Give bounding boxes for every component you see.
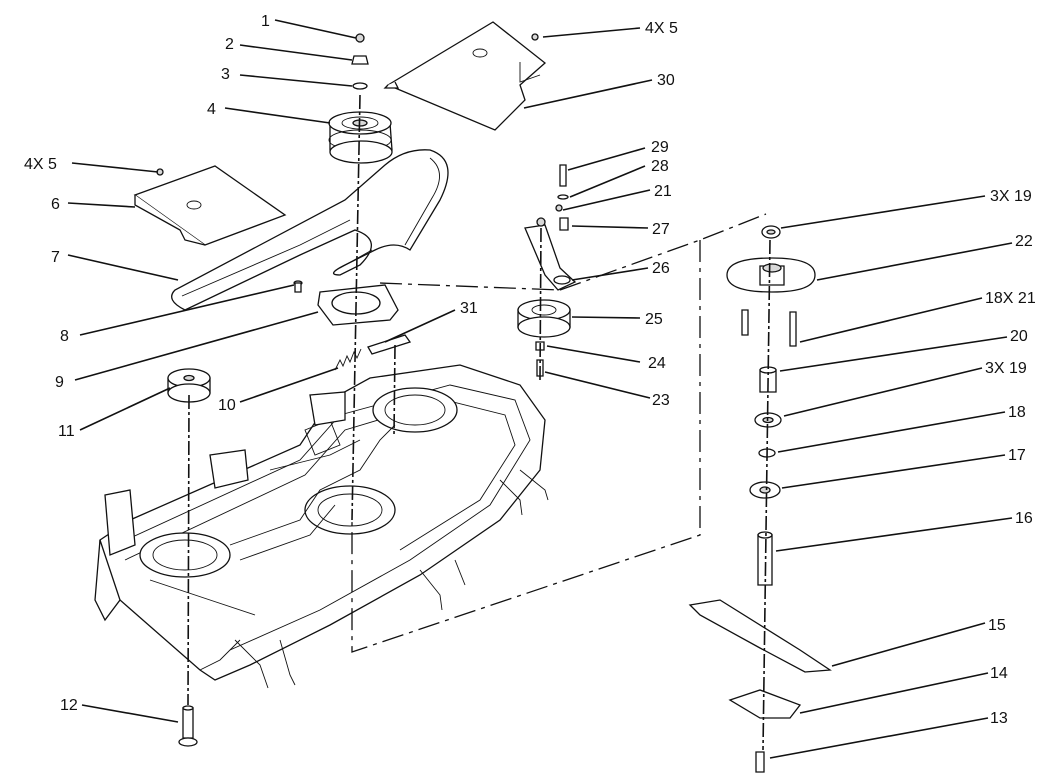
- callout-6: 6: [51, 196, 60, 213]
- callout-31: 31: [460, 300, 478, 317]
- nut-part: [351, 33, 369, 90]
- callout-3x19-mid: 3X 19: [985, 360, 1027, 377]
- callout-leaders: [67, 19, 1013, 759]
- callout-12: 12: [60, 697, 78, 714]
- callout-20: 20: [1010, 328, 1028, 345]
- pin-part: [293, 280, 303, 293]
- callout-4: 4: [207, 101, 216, 118]
- arm-bracket: [367, 334, 412, 355]
- callout-1: 1: [261, 13, 270, 30]
- callout-25: 25: [645, 311, 663, 328]
- callout-7: 7: [51, 249, 60, 266]
- callout-2: 2: [225, 36, 234, 53]
- callout-14: 14: [990, 665, 1008, 682]
- pulley-idler: [517, 299, 571, 338]
- pulley-top: [328, 111, 393, 164]
- callout-8: 8: [60, 328, 69, 345]
- callout-9: 9: [55, 374, 64, 391]
- callout-23: 23: [652, 392, 670, 409]
- pulley-left: [167, 368, 211, 403]
- callout-26: 26: [652, 260, 670, 277]
- callout-29: 29: [651, 139, 669, 156]
- callout-24: 24: [648, 355, 666, 372]
- ring-plate: [317, 284, 399, 326]
- axis-lines: [187, 94, 771, 751]
- callout-labels: 1 2 3 4 4X 5 6 7 8 9 10 11 12 4X 5 30 29…: [24, 13, 1036, 727]
- callout-28: 28: [651, 158, 669, 175]
- cover-right: [383, 21, 547, 131]
- spindle-assembly: [688, 225, 832, 773]
- callout-17: 17: [1008, 447, 1026, 464]
- callout-3x19-top: 3X 19: [990, 188, 1032, 205]
- callout-3: 3: [221, 66, 230, 83]
- callout-21: 21: [654, 183, 672, 200]
- mower-deck: [94, 364, 549, 689]
- callout-18x21: 18X 21: [985, 290, 1036, 307]
- callout-22: 22: [1015, 233, 1033, 250]
- callout-27: 27: [652, 221, 670, 238]
- drive-belt: [171, 149, 449, 311]
- callout-18: 18: [1008, 404, 1026, 421]
- cover-left: [133, 165, 287, 246]
- callout-4x5-right: 4X 5: [645, 20, 678, 37]
- callout-4x5-left: 4X 5: [24, 156, 57, 173]
- spring-part: [334, 348, 362, 371]
- callout-15: 15: [988, 617, 1006, 634]
- callout-11: 11: [58, 423, 75, 440]
- bolt-stack: [555, 164, 569, 231]
- spindle-shaft-left: [178, 705, 198, 747]
- callout-30: 30: [657, 72, 675, 89]
- callout-10: 10: [218, 397, 236, 414]
- callout-13: 13: [990, 710, 1008, 727]
- callout-16: 16: [1015, 510, 1033, 527]
- idler-arm: [524, 217, 577, 291]
